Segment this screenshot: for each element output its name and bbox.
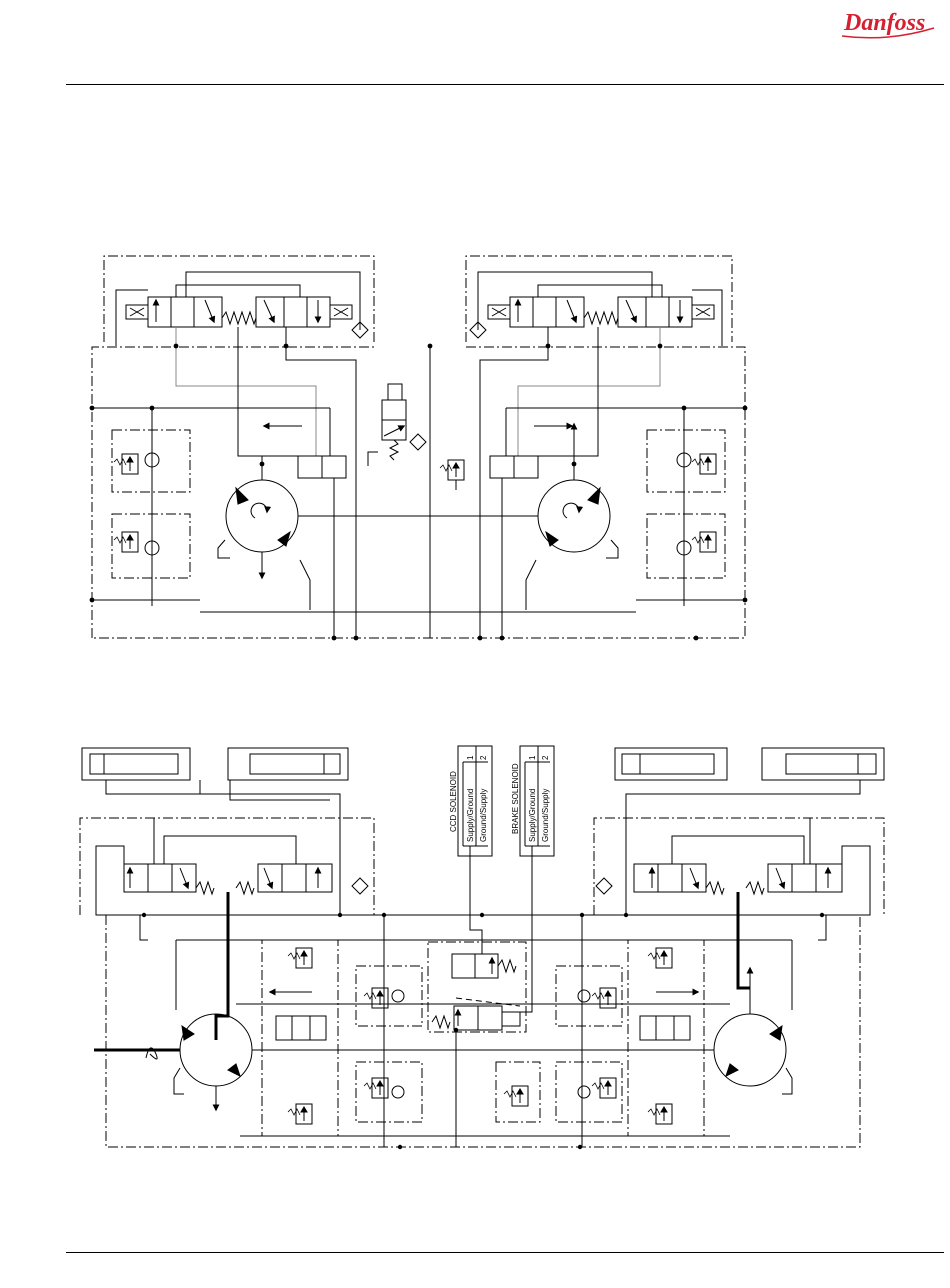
top-right-motor — [534, 424, 618, 558]
ccd-pin1-function: Supply/Ground — [466, 789, 475, 842]
ccd-pin1-number: 1 — [466, 755, 475, 760]
bottom-boundaries — [80, 818, 884, 1147]
top-right-control-valve — [478, 272, 722, 346]
pilot-lines — [176, 327, 660, 456]
ccd-pin2-function: Ground/Supply — [479, 789, 488, 842]
bottom-left-control-valve — [96, 818, 368, 915]
ccd-solenoid-labels: CCD SOLENOID Supply/Ground Ground/Supply… — [449, 755, 488, 842]
center-solenoid-valves — [432, 954, 520, 1030]
brake-solenoid-title: BRAKE SOLENOID — [511, 763, 520, 834]
brake-pin1-number: 1 — [528, 755, 537, 760]
bottom-junctions — [142, 913, 824, 1149]
bottom-cylinders — [82, 748, 884, 780]
top-left-motor — [218, 426, 302, 578]
brake-pin2-number: 2 — [541, 755, 550, 760]
top-left-check-relief — [114, 408, 159, 606]
brake-pin1-function: Supply/Ground — [528, 789, 537, 842]
bottom-right-motor — [656, 968, 792, 1094]
brake-pin2-function: Ground/Supply — [541, 789, 550, 842]
bottom-right-control-valve — [596, 818, 870, 915]
brake-solenoid-labels: BRAKE SOLENOID Supply/Ground Ground/Supp… — [511, 755, 550, 842]
top-right-check-relief — [677, 408, 716, 606]
center-charge-circuit — [368, 384, 464, 490]
schematic-top — [90, 256, 748, 640]
top-boundaries — [92, 256, 745, 638]
ccd-pin2-number: 2 — [479, 755, 488, 760]
ccd-solenoid-title: CCD SOLENOID — [449, 771, 458, 832]
